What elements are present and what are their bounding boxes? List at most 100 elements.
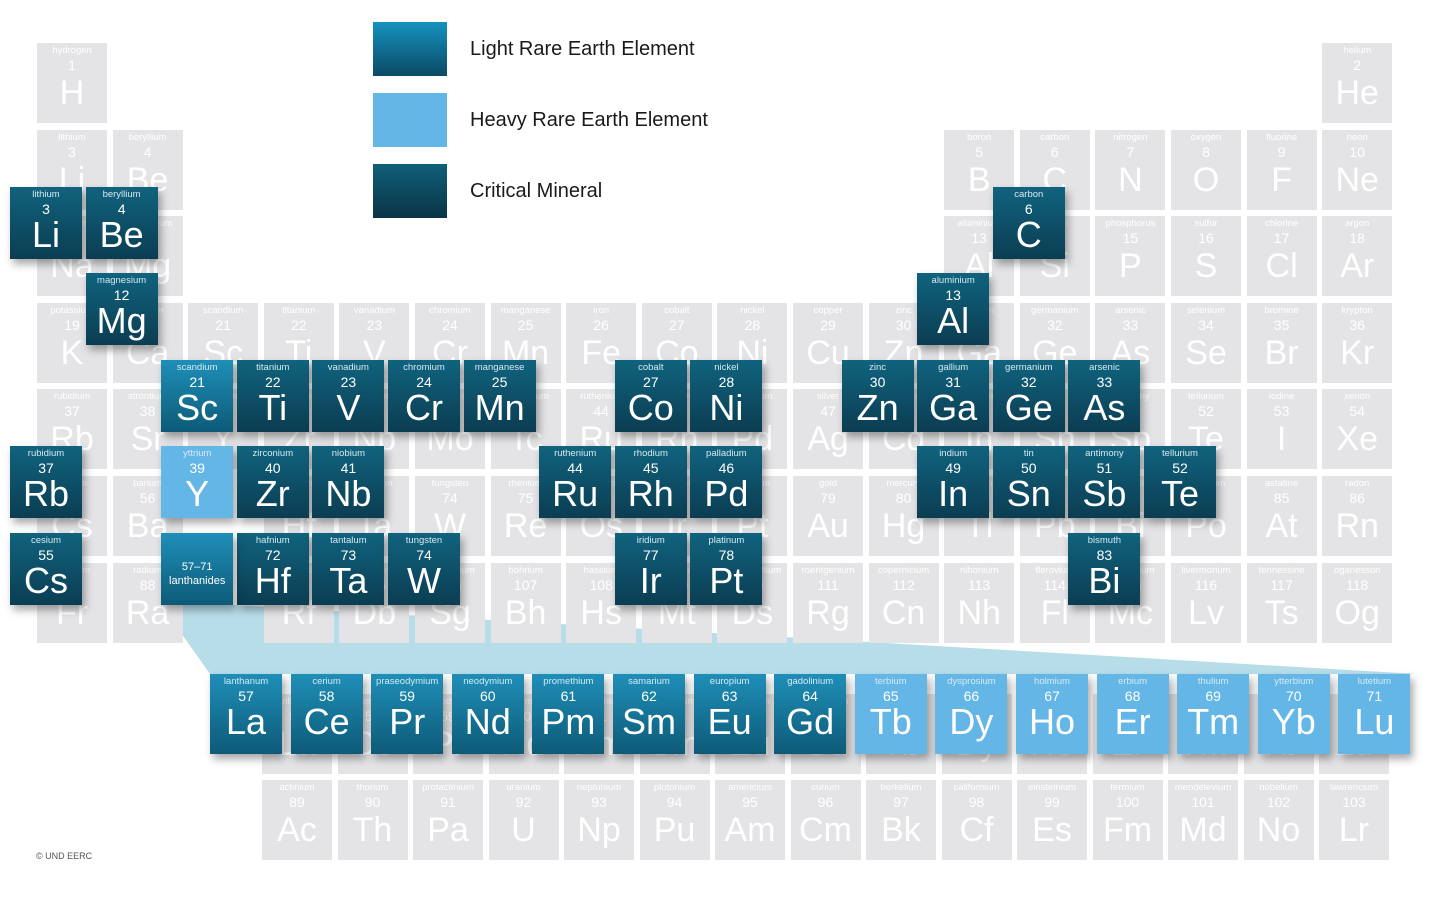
atomic-number: 30 — [895, 316, 912, 333]
element-symbol: Er — [1114, 701, 1151, 742]
element-name: neptunium — [576, 782, 622, 793]
atomic-number: 41 — [340, 460, 357, 477]
element-name: manganese — [500, 304, 551, 316]
element-symbol: Lu — [1354, 701, 1395, 742]
atomic-number: 6 — [1050, 143, 1059, 160]
atomic-number: 102 — [1266, 794, 1291, 810]
element-name: actinium — [279, 782, 315, 793]
atomic-number: 7 — [1126, 143, 1135, 160]
element-symbol: Am — [724, 811, 776, 849]
atomic-number: 6 — [1024, 200, 1033, 217]
atomic-number: 36 — [1349, 316, 1365, 333]
atomic-number: 57 — [238, 688, 254, 704]
lanthanides-label: lanthanides — [169, 575, 226, 587]
element-symbol: Sn — [1006, 473, 1051, 515]
legend-swatch-critical — [373, 164, 447, 218]
element-name: tellurium — [1162, 448, 1198, 460]
element-name: hassium — [583, 564, 619, 576]
element-symbol: Co — [627, 386, 674, 428]
element-name: xenon — [1344, 391, 1371, 403]
atomic-number: 21 — [189, 373, 205, 390]
element-symbol: Ga — [929, 386, 978, 428]
atomic-number: 3 — [68, 143, 76, 160]
element-name: arsenic — [1089, 361, 1120, 373]
atomic-number: 18 — [1349, 230, 1365, 247]
element-name: nickel — [714, 361, 739, 373]
element-name: manganese — [474, 361, 525, 373]
element-symbol: Rg — [806, 593, 850, 632]
element-symbol: No — [1256, 811, 1301, 849]
element-symbol: K — [60, 333, 84, 372]
atomic-number: 44 — [567, 460, 583, 477]
element-symbol: Mn — [474, 386, 525, 428]
atomic-number: 34 — [1198, 316, 1214, 333]
element-name: rhodium — [633, 448, 668, 460]
element-symbol: Nb — [325, 473, 372, 515]
atomic-number: 28 — [718, 373, 735, 390]
atomic-number: 45 — [643, 460, 659, 477]
element-name: flerovium — [1035, 564, 1075, 576]
element-name: protactinium — [422, 782, 474, 793]
element-symbol: Pa — [427, 811, 469, 849]
element-symbol: Og — [1334, 593, 1380, 632]
element-name: ytterbium — [1274, 676, 1314, 687]
atomic-number: 63 — [721, 688, 738, 704]
element-symbol: P — [1119, 247, 1142, 286]
atomic-number: 25 — [517, 316, 534, 333]
copyright-text: © UND EERC — [36, 851, 93, 861]
element-name: roentgenium — [801, 564, 855, 576]
element-symbol: Ne — [1335, 160, 1379, 199]
element-symbol: Dy — [949, 701, 994, 742]
legend-label-critical: Critical Mineral — [470, 180, 603, 202]
element-name: boron — [967, 131, 992, 143]
element-name: nobelium — [1259, 782, 1298, 793]
atomic-number: 23 — [366, 316, 383, 333]
element-name: radon — [1345, 478, 1370, 489]
element-name: tantalum — [330, 535, 367, 546]
atomic-number: 47 — [820, 403, 836, 420]
element-symbol: Fl — [1040, 593, 1069, 632]
element-symbol: Cf — [959, 811, 994, 849]
element-name: beryllium — [102, 188, 141, 200]
atomic-number: 64 — [802, 688, 818, 704]
element-symbol: Ho — [1028, 701, 1076, 742]
element-symbol: At — [1265, 507, 1298, 545]
element-name: californium — [953, 782, 1000, 793]
element-symbol: Tm — [1187, 701, 1240, 742]
element-name: bromine — [1264, 304, 1299, 316]
element-name: neodymium — [463, 676, 513, 687]
atomic-number: 114 — [1043, 576, 1066, 593]
atomic-number: 99 — [1044, 794, 1060, 810]
element-name: berkelium — [880, 782, 922, 793]
atomic-number: 5 — [975, 143, 984, 160]
atomic-number: 88 — [139, 576, 156, 593]
element-symbol: Pu — [653, 811, 696, 849]
atomic-number: 90 — [364, 794, 381, 810]
element-name: hafnium — [255, 535, 290, 546]
element-name: barium — [133, 478, 163, 489]
atomic-number: 66 — [963, 688, 980, 704]
element-symbol: Cn — [881, 593, 926, 632]
element-symbol: Zr — [255, 473, 290, 515]
atomic-number: 68 — [1124, 688, 1141, 704]
atomic-number: 67 — [1044, 688, 1060, 704]
